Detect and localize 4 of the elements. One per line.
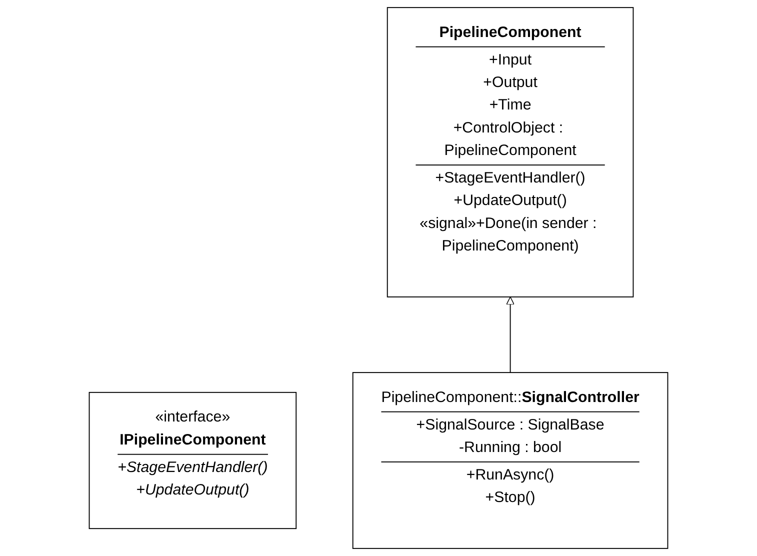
node-box: PipelineComponent +Input +Output +Time +ControlObject : PipelineComponent +StageEventHandler() +UpdateOutput() «signal»+Done(in sender : PipelineComponent) bbox=[386, 7, 634, 298]
node-box: PipelineComponent::SignalController +SignalSource : SignalBase -Running : bool +RunAsync() +Stop() bbox=[352, 372, 668, 549]
arrow bbox=[506, 296, 514, 374]
node-box: «interface» IPipelineComponent +StageEventHandler() +UpdateOutput() bbox=[88, 392, 297, 530]
